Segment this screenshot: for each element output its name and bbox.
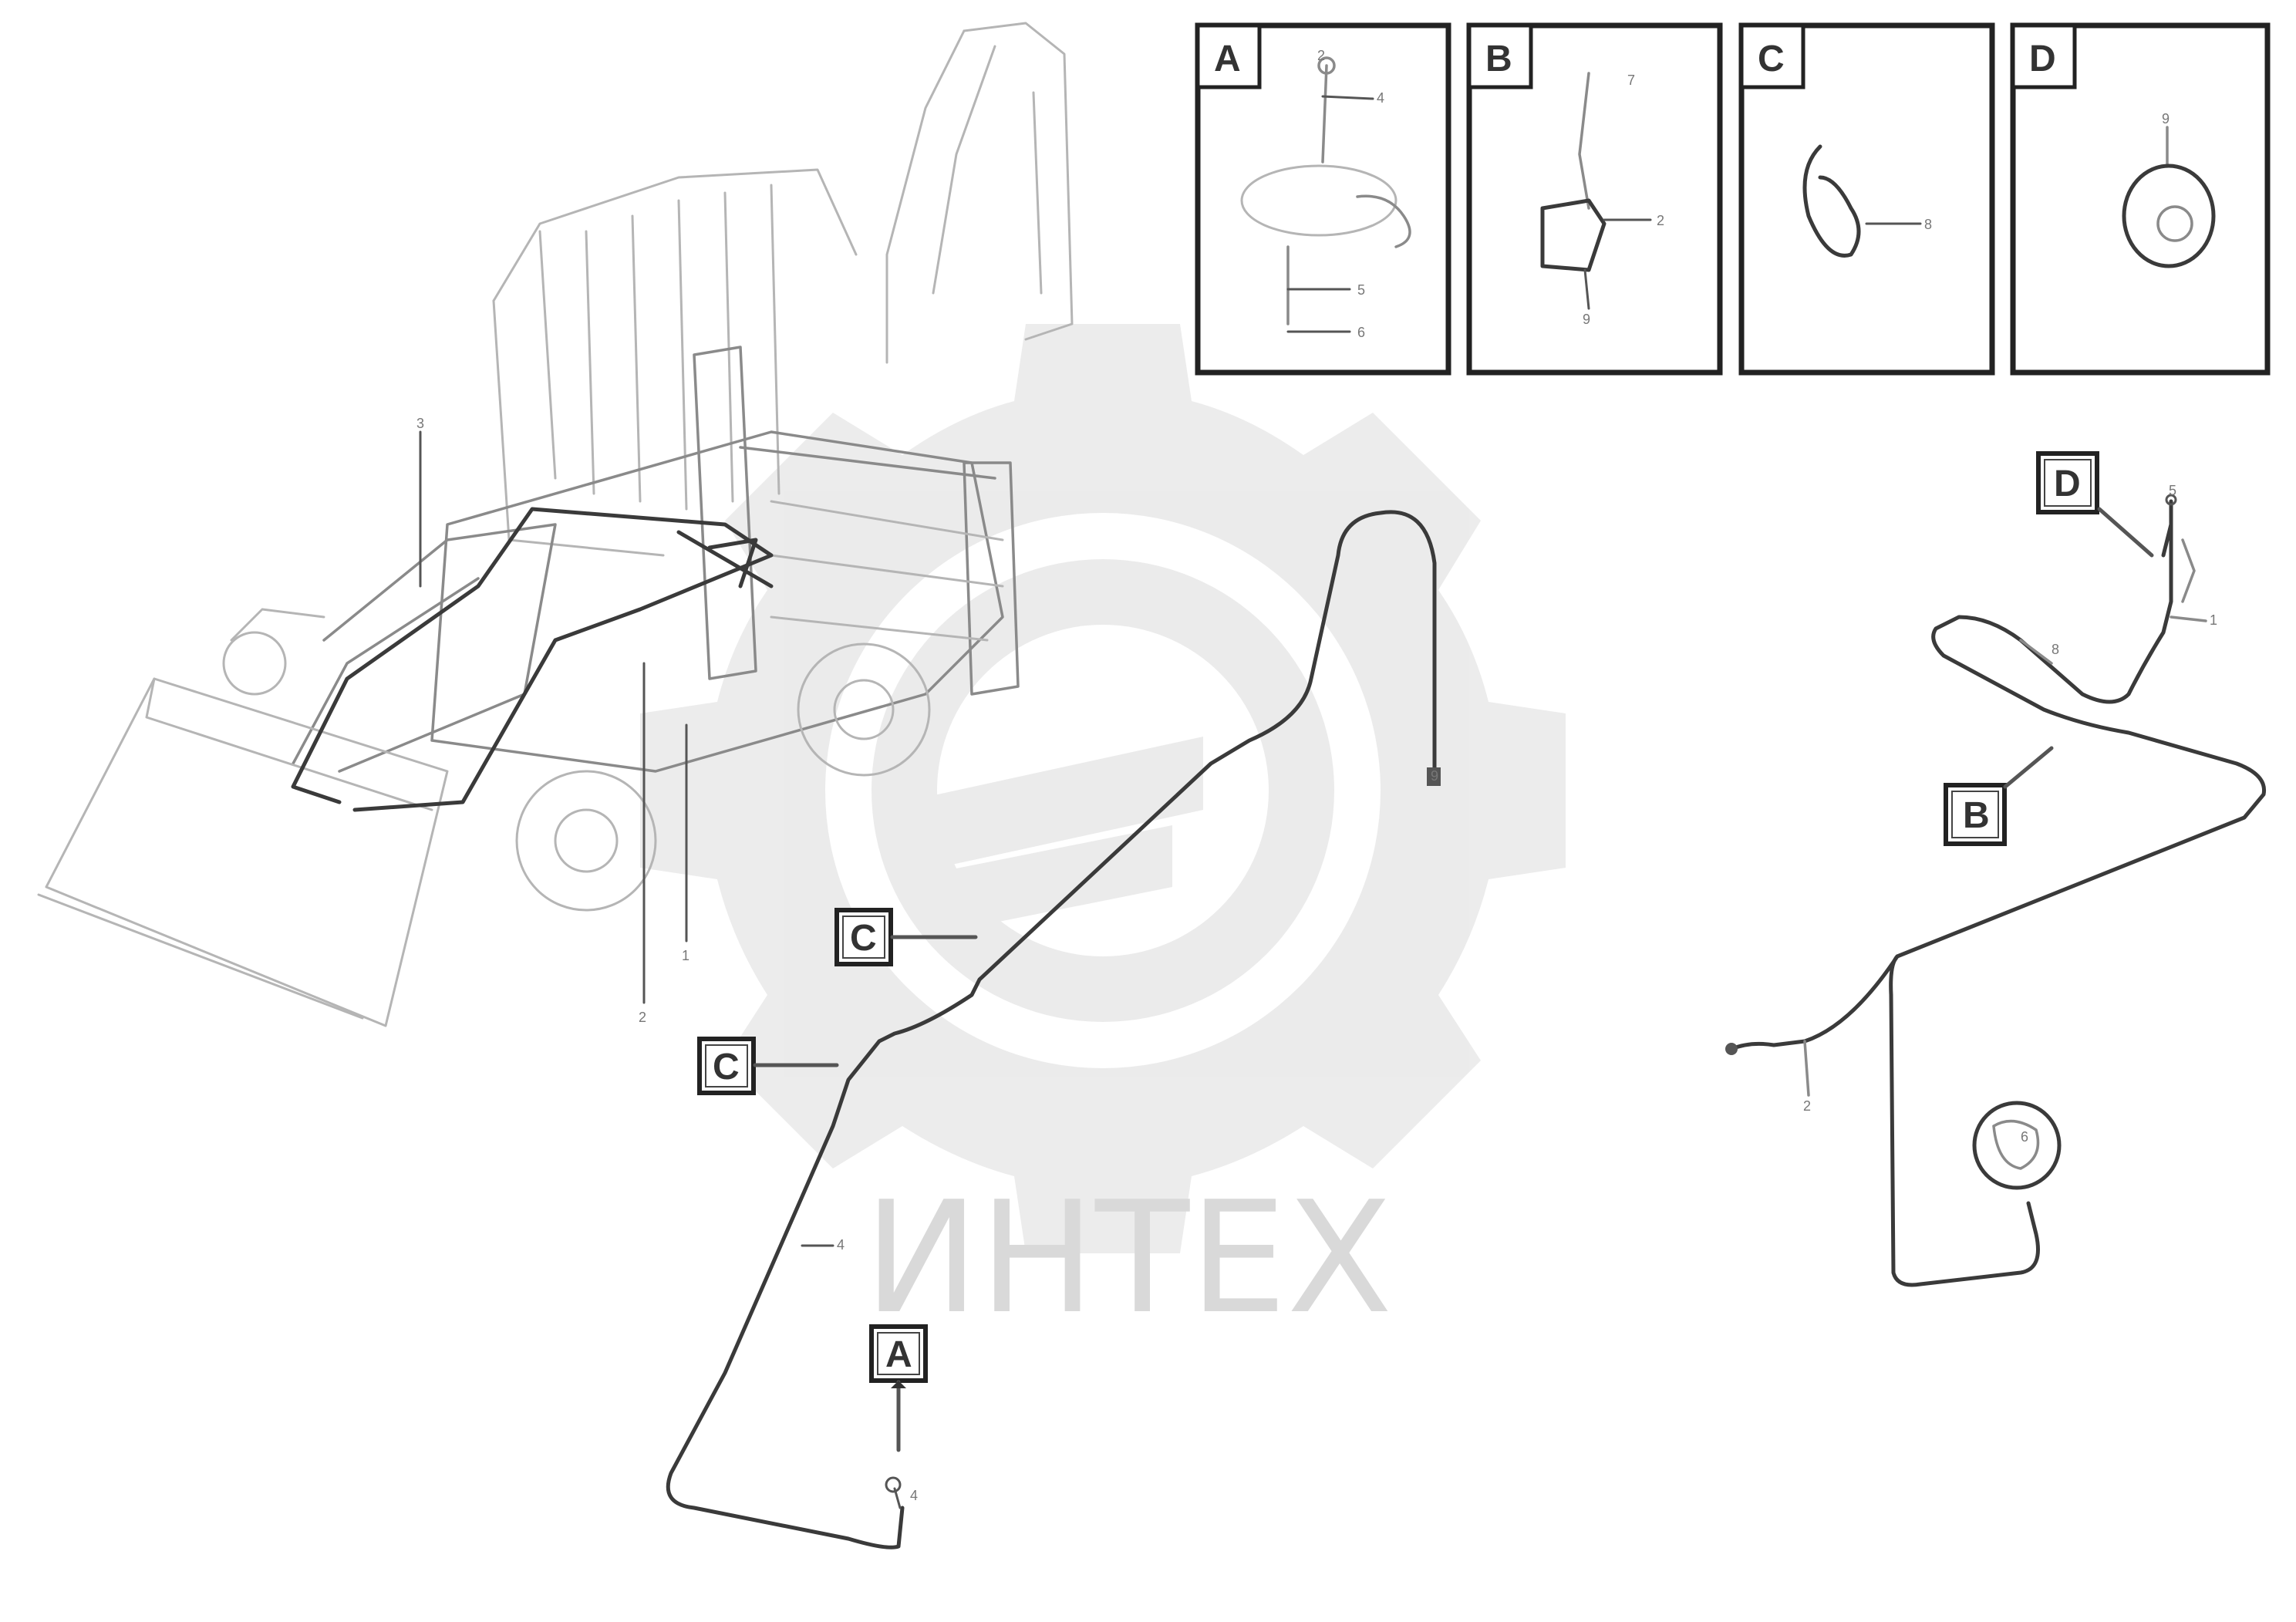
right-harness-assembly (1725, 494, 2267, 1287)
callout-c-lower: C (697, 1037, 839, 1095)
machine-part-number-1: 1 (682, 948, 689, 963)
callout-b: B (1944, 746, 2054, 846)
callout-c-upper: C (834, 908, 978, 966)
svg-text:B: B (1485, 39, 1512, 79)
harness-part-number-5: 5 (2169, 483, 2176, 498)
harness-part-number-1: 1 (2210, 612, 2217, 628)
svg-text:9: 9 (2162, 111, 2170, 126)
svg-text:4: 4 (1377, 90, 1384, 106)
cable-part-number-9: 9 (1431, 768, 1438, 784)
svg-text:A: A (885, 1334, 912, 1375)
svg-text:A: A (1214, 39, 1241, 79)
svg-text:8: 8 (1924, 217, 1932, 232)
detail-panel-a: A 2 4 5 6 (1195, 22, 1451, 376)
svg-text:9: 9 (1583, 312, 1590, 327)
machine-part-number-3: 3 (416, 416, 424, 431)
svg-text:C: C (713, 1047, 740, 1088)
callout-a: A (869, 1324, 928, 1452)
callout-d: D (2036, 451, 2154, 558)
machine-part-number-2: 2 (639, 1010, 646, 1025)
watermark-text: ИНТЕХ (864, 1168, 1393, 1348)
harness-part-number-6: 6 (2021, 1129, 2028, 1145)
detail-panel-b: B 7 2 9 (1466, 22, 1723, 376)
detail-panel-c: C 8 (1738, 22, 1995, 376)
svg-text:D: D (2029, 39, 2056, 79)
watermark-gear-logo (640, 324, 1566, 1253)
svg-text:D: D (2054, 464, 2081, 504)
harness-part-number-8: 8 (2052, 642, 2059, 657)
svg-text:7: 7 (1627, 73, 1635, 88)
detail-panel-d: D 9 (2010, 22, 2271, 376)
svg-text:B: B (1963, 795, 1990, 836)
cable-part-number-4b: 4 (910, 1488, 918, 1503)
long-cable-assembly (666, 510, 1441, 1549)
svg-text:C: C (850, 918, 877, 959)
svg-text:5: 5 (1357, 282, 1365, 298)
svg-text:2: 2 (1317, 48, 1325, 63)
cable-part-number-4: 4 (837, 1237, 845, 1253)
harness-part-number-2: 2 (1803, 1098, 1811, 1114)
svg-text:6: 6 (1357, 325, 1365, 340)
svg-text:2: 2 (1657, 213, 1664, 228)
loader-machine-drawing (37, 22, 1074, 1027)
svg-text:C: C (1758, 39, 1785, 79)
